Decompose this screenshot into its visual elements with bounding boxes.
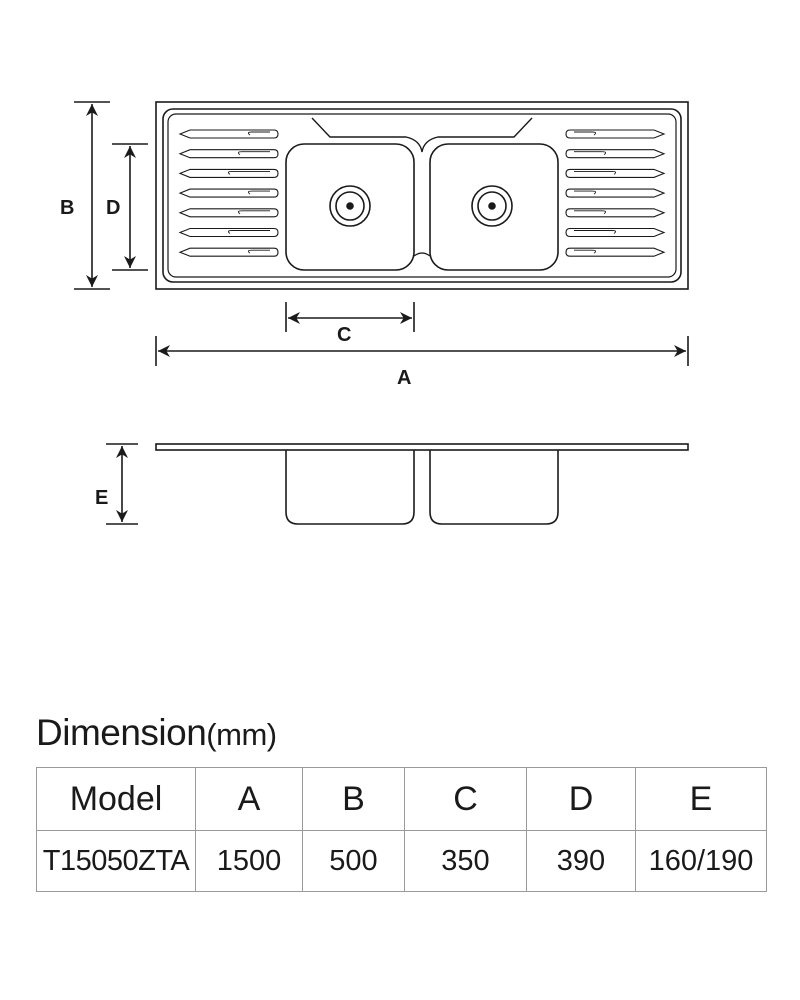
- drainer-rib-groove: [227, 230, 270, 234]
- header-b: B: [302, 767, 405, 831]
- drainer-rib-groove: [247, 190, 270, 195]
- cell-d: 390: [526, 830, 636, 892]
- label-e: E: [95, 487, 108, 509]
- left-drain-outer: [329, 185, 371, 227]
- drainer-rib: [178, 188, 279, 198]
- drainer-rib: [178, 208, 279, 218]
- sink-outer-frame: [155, 101, 689, 290]
- sink-side-view: [155, 443, 689, 525]
- drainer-rib-groove: [574, 249, 597, 254]
- drainer-rib: [565, 208, 666, 218]
- right-bowl: [429, 143, 559, 271]
- sink-inner-rim: [162, 108, 682, 283]
- left-drain-inner: [346, 202, 354, 210]
- side-left-bowl: [285, 450, 415, 525]
- right-drainer-ribs: [565, 129, 666, 257]
- right-drain-outer: [471, 185, 513, 227]
- drainer-rib: [565, 247, 666, 257]
- drainer-rib-groove: [227, 170, 270, 175]
- label-b: B: [60, 197, 74, 219]
- cell-e: 160/190: [635, 830, 767, 892]
- drainer-rib: [565, 227, 666, 238]
- drainer-rib: [178, 227, 279, 238]
- label-d: D: [106, 197, 120, 219]
- dimension-table: Model A B C D E T15050ZTA 1500 500 350 3…: [36, 767, 767, 892]
- drainer-rib-groove: [247, 249, 270, 254]
- label-a: A: [397, 367, 411, 389]
- drainer-rib-groove: [247, 131, 270, 136]
- left-drain-mid: [335, 191, 365, 221]
- dimension-labels: B D C A E: [60, 197, 411, 509]
- drainer-rib-groove: [574, 230, 617, 234]
- sink-deck-edge: [167, 113, 677, 278]
- header-a: A: [195, 767, 303, 831]
- right-drain-inner: [488, 202, 496, 210]
- cell-c: 350: [404, 830, 527, 892]
- left-drainer-ribs: [178, 129, 279, 257]
- cell-a: 1500: [195, 830, 303, 892]
- sink-top-view: [155, 101, 689, 290]
- drainer-rib: [178, 247, 279, 257]
- header-model: Model: [36, 767, 196, 831]
- drainer-rib: [565, 188, 666, 198]
- dimension-title-text: Dimension: [36, 712, 207, 753]
- drainer-rib-groove: [237, 210, 270, 215]
- label-c: C: [337, 324, 351, 346]
- overflow-channel: [311, 117, 533, 153]
- drainer-rib-groove: [237, 151, 270, 156]
- drainer-rib-groove: [574, 210, 607, 215]
- drainer-rib: [565, 129, 666, 139]
- header-d: D: [526, 767, 636, 831]
- drainer-rib-groove: [574, 170, 617, 175]
- table-header-row: Model A B C D E: [36, 767, 767, 831]
- dimension-lines: [74, 101, 689, 525]
- table-row: T15050ZTA 1500 500 350 390 160/190: [36, 830, 767, 892]
- drainer-rib-groove: [574, 151, 607, 156]
- left-bowl: [285, 143, 415, 271]
- drainer-rib: [565, 168, 666, 178]
- dimension-unit: (mm): [206, 717, 277, 752]
- drainer-rib: [178, 149, 279, 159]
- cell-b: 500: [302, 830, 405, 892]
- side-deck: [155, 443, 689, 451]
- side-right-bowl: [429, 450, 559, 525]
- header-c: C: [404, 767, 527, 831]
- drainer-rib-groove: [574, 131, 597, 136]
- drainer-rib-groove: [574, 190, 597, 195]
- dimension-title: Dimension(mm): [36, 712, 277, 754]
- drainer-rib: [178, 168, 279, 178]
- header-e: E: [635, 767, 767, 831]
- right-drain-mid: [477, 191, 507, 221]
- sink-technical-drawing: B D C A E: [60, 101, 689, 525]
- drainer-rib: [565, 149, 666, 159]
- bowl-joint: [413, 252, 431, 257]
- drainer-rib: [178, 129, 279, 139]
- cell-model: T15050ZTA: [36, 830, 196, 892]
